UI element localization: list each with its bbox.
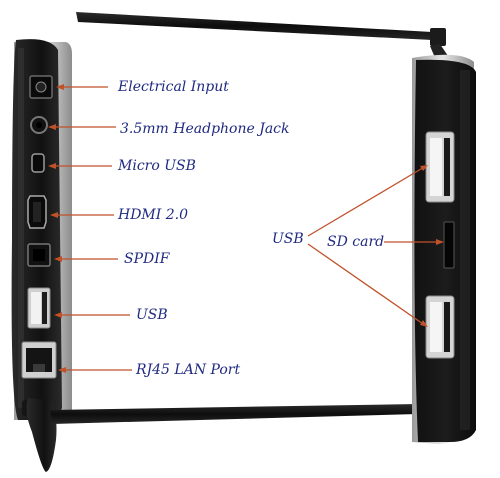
label-hdmi: HDMI 2.0 (118, 207, 189, 223)
arrow-usb-right-bottom (307, 243, 427, 327)
label-usb-left: USB (136, 307, 168, 323)
micro-usb-port (31, 153, 45, 173)
sd-card-slot (443, 221, 455, 269)
headphone-port (30, 116, 48, 134)
label-sd-card: SD card (327, 234, 385, 250)
bottom-antenna (22, 398, 418, 472)
label-micro-usb: Micro USB (118, 158, 196, 174)
hdmi-port (27, 195, 47, 229)
label-usb-right: USB (272, 231, 304, 247)
rj45-port (21, 341, 57, 379)
arrow-usb-right-top (307, 165, 427, 237)
callout-arrows-right (307, 165, 444, 327)
dc-port (29, 75, 53, 99)
right-device-side (412, 54, 476, 445)
top-antenna (76, 12, 450, 66)
label-headphone-jack: 3.5mm Headphone Jack (120, 121, 290, 137)
label-spdif: SPDIF (124, 251, 170, 267)
usb-port-right-top (425, 131, 455, 203)
label-electrical-input: Electrical Input (118, 79, 229, 95)
usb-port-right-bottom (425, 295, 455, 359)
spdif-port (27, 243, 51, 267)
callout-arrows-left (48, 84, 132, 373)
left-device-side (11, 39, 72, 420)
usb-port-left (27, 287, 51, 329)
label-rj45: RJ45 LAN Port (136, 362, 241, 378)
